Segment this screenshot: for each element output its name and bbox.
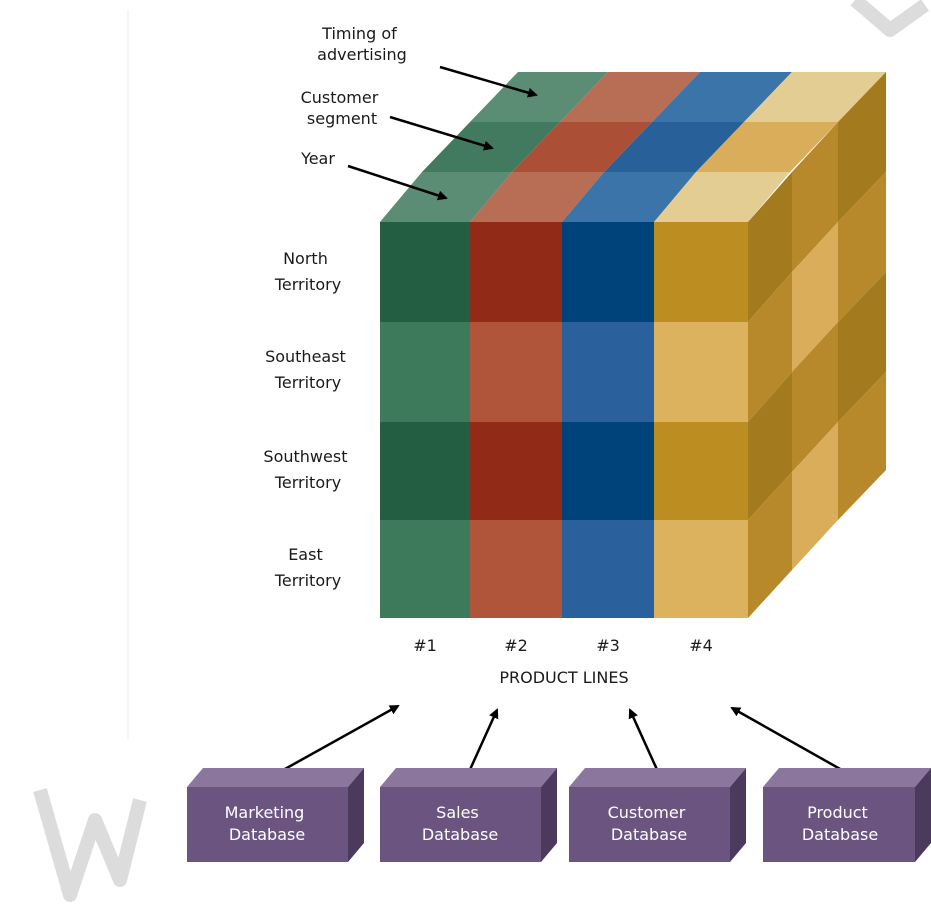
territory-label-north: North Territory — [274, 249, 341, 294]
svg-text:Marketing Database: Marketing Database — [225, 803, 310, 844]
customer-database-box: Customer Database — [569, 768, 746, 862]
product-column-label-1: #1 — [413, 636, 437, 655]
product-database-box: Product Database — [763, 768, 931, 862]
sales-database-box: Sales Database — [380, 768, 557, 862]
svg-text:Sales Database: Sales Database — [422, 803, 498, 844]
segment-label: Customer segment — [301, 88, 384, 128]
sales-database-arrow — [466, 708, 499, 775]
segment-arrow — [389, 115, 494, 151]
cube-right-face — [748, 72, 886, 618]
timing-arrow — [439, 65, 538, 98]
cube-front-face — [380, 222, 748, 618]
year-label: Year — [300, 149, 335, 168]
product-column-label-3: #3 — [596, 636, 620, 655]
territory-label-southeast: Southeast Territory — [265, 347, 351, 392]
svg-text:Product Database: Product Database — [802, 803, 878, 844]
marketing-database-box: Marketing Database — [187, 768, 364, 862]
customer-database-arrow — [628, 708, 661, 775]
marketing-database-arrow — [275, 704, 400, 776]
timing-label: Timing of advertising — [317, 24, 407, 64]
product-column-label-2: #2 — [504, 636, 528, 655]
year-arrow — [347, 164, 448, 201]
product-database-arrow — [730, 706, 850, 776]
territory-label-east: East Territory — [274, 545, 341, 590]
svg-text:Customer Database: Customer Database — [608, 803, 691, 844]
territory-label-southwest: Southwest Territory — [263, 447, 352, 492]
product-column-label-4: #4 — [689, 636, 713, 655]
product-lines-title: PRODUCT LINES — [499, 668, 628, 687]
watermark — [33, 0, 930, 902]
